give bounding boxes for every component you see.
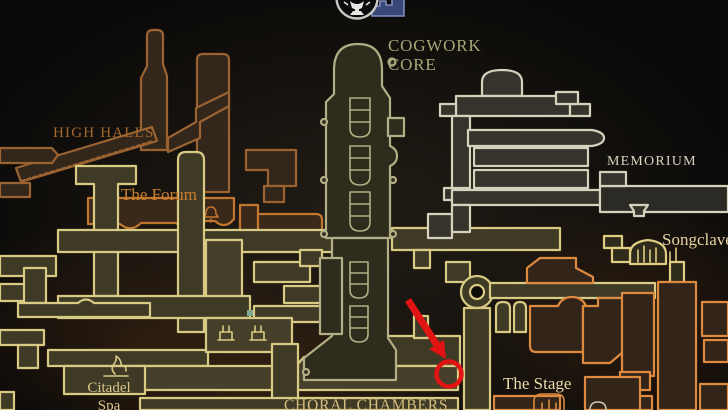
room <box>426 212 454 240</box>
room <box>262 184 286 204</box>
flame-icon <box>103 355 129 377</box>
label-spa: Spa <box>98 398 121 410</box>
region-memorium <box>426 68 728 240</box>
room <box>610 246 632 264</box>
floor <box>472 168 590 190</box>
region-high-halls <box>0 28 298 204</box>
corridor <box>598 184 728 214</box>
label-songclave: Songclave <box>662 230 728 249</box>
room <box>598 170 628 188</box>
room <box>318 256 344 336</box>
room <box>298 248 324 268</box>
label-high-halls: HIGH HALLS <box>53 125 155 141</box>
room <box>702 338 728 364</box>
room <box>554 90 580 106</box>
shaft <box>176 150 206 334</box>
room <box>412 248 432 270</box>
room <box>270 342 300 410</box>
room <box>581 296 625 365</box>
room <box>0 181 32 199</box>
dome-room <box>480 68 524 98</box>
label-the-stage: The Stage <box>503 374 571 393</box>
column <box>656 280 698 410</box>
banner-icon <box>371 0 405 17</box>
bench-icon <box>217 325 235 341</box>
room <box>195 52 231 194</box>
corridor <box>390 226 562 252</box>
ramp <box>14 125 159 184</box>
bench-icon <box>249 325 267 341</box>
dome-room <box>628 238 668 266</box>
label-the-forum: The Forum <box>121 185 197 204</box>
floor <box>466 128 606 148</box>
label-cogwork-line2: CORE <box>388 55 437 74</box>
ramp <box>166 90 231 154</box>
room <box>602 234 624 250</box>
label-choral-chambers: CHORAL CHAMBERS <box>284 397 448 410</box>
gear-wheel-hub <box>468 283 486 301</box>
region-cogwork-core <box>301 42 406 382</box>
room <box>438 102 458 118</box>
annotation-arrow-head <box>429 340 446 359</box>
label-citadel: Citadel <box>87 380 130 396</box>
map-marker-icon <box>247 310 253 316</box>
organ-pipes-icon <box>637 245 677 263</box>
room <box>139 28 169 152</box>
room <box>528 295 588 354</box>
shaft <box>462 306 492 410</box>
floor <box>450 188 602 207</box>
label-cogwork-line1: COGWORK <box>388 36 481 55</box>
room <box>583 375 642 410</box>
room <box>138 396 460 410</box>
stage-curtain-icon <box>533 393 565 410</box>
room <box>22 266 48 305</box>
room <box>525 256 595 285</box>
tower <box>324 42 399 240</box>
room <box>698 382 728 410</box>
gear-stud-icon <box>301 57 398 377</box>
room <box>0 390 16 410</box>
spa-room <box>62 364 147 396</box>
room <box>0 146 60 165</box>
region-songclave <box>602 234 686 288</box>
annotation-circle <box>434 359 464 389</box>
pedestal <box>628 203 650 218</box>
annotation-arrow-shaft <box>405 298 440 347</box>
room <box>450 203 472 234</box>
arc <box>589 401 607 410</box>
room <box>492 394 562 410</box>
floor <box>472 146 590 168</box>
room <box>620 291 656 378</box>
label-memorium: MEMORIUM <box>607 154 697 169</box>
room <box>450 114 472 198</box>
ladder-icon <box>349 97 371 343</box>
room <box>700 300 728 338</box>
room <box>16 298 152 319</box>
map-crest-icon <box>335 0 405 20</box>
room <box>252 260 312 284</box>
room <box>454 94 572 118</box>
room <box>494 300 528 334</box>
room <box>568 102 592 118</box>
region-the-stage <box>492 256 728 410</box>
annotation-overlay <box>405 298 464 389</box>
room <box>0 328 46 347</box>
bell-icon <box>203 206 219 223</box>
room <box>386 116 406 138</box>
corridor <box>46 348 210 368</box>
room <box>16 343 40 370</box>
map-labels: HIGH HALLS The Forum COGWORK CORE MEMORI… <box>53 36 728 410</box>
ramp-teeth <box>20 139 156 183</box>
